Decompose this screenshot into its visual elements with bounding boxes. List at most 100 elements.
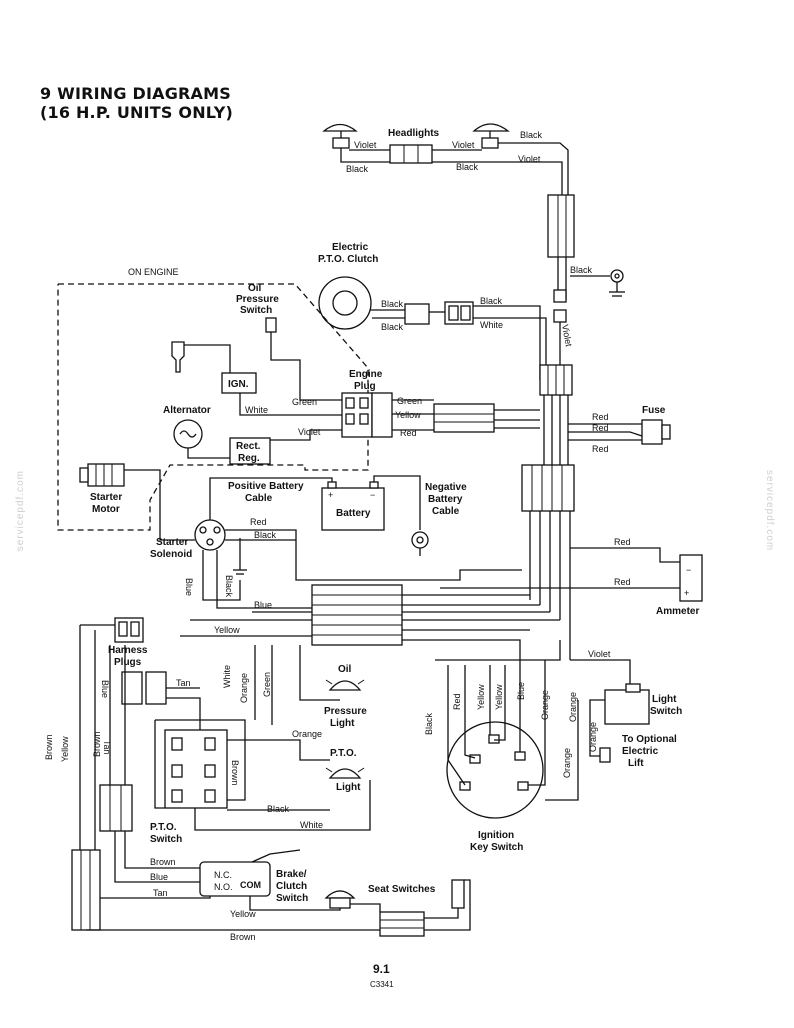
wire-label: Yellow [476, 684, 486, 710]
harness-plug-2 [121, 671, 143, 705]
battery-label: Battery [336, 508, 371, 519]
oil-switch-label-3: Switch [240, 305, 272, 316]
ammeter-icon [679, 554, 703, 602]
wire-label: Violet [560, 324, 574, 348]
figure-code: C3341 [370, 980, 394, 989]
oil-pressure-switch-icon [265, 317, 277, 333]
wire-label: Tan [102, 740, 112, 755]
battery-icon [321, 487, 385, 531]
wire-label: Green [292, 397, 317, 407]
wire-label: Violet [588, 649, 611, 659]
wire-label: Black [381, 322, 404, 332]
wire-label: White [222, 665, 232, 688]
harness-plugs-label-1: Harness [108, 645, 148, 656]
wire-label: Red [592, 412, 609, 422]
wire-label: Violet [452, 140, 475, 150]
ground-terminal-icon [610, 269, 624, 283]
headlight-connector [389, 144, 433, 164]
wire-label: Black [456, 162, 479, 172]
seat-switch-icon [324, 890, 356, 899]
svg-text:+: + [684, 588, 689, 598]
wire-label: Orange [292, 729, 322, 739]
oil-light-label-1: Oil [338, 664, 352, 675]
oil-switch-label-2: Pressure [236, 294, 279, 305]
alternator-label: Alternator [163, 405, 211, 416]
optional-lift-connector [599, 747, 611, 763]
wire-label: Black [346, 164, 369, 174]
wire-label: Orange [588, 722, 598, 752]
fuse-icon [641, 419, 663, 445]
on-engine-boundary [57, 283, 369, 531]
fuse-label: Fuse [642, 405, 666, 416]
starter-motor-label-1: Starter [90, 492, 122, 503]
wire-label: White [480, 320, 503, 330]
nc-label: N.C. [214, 870, 232, 880]
harness-sleeve-bottom-left [71, 849, 101, 931]
wire-label: Blue [184, 578, 194, 596]
wire-label: Black [267, 804, 290, 814]
wire-label: Black [570, 265, 593, 275]
pto-clutch-icon [318, 276, 372, 330]
wire-label: Blue [516, 682, 526, 700]
wire-label: Black [224, 575, 234, 598]
light-switch-label-2: Switch [650, 706, 682, 717]
neg-cable-label-2: Battery [428, 494, 463, 505]
wire-label: Yellow [395, 410, 421, 420]
wire-label: Blue [254, 600, 272, 610]
ammeter-label: Ammeter [656, 606, 699, 617]
oil-light-label-2: Pressure [324, 706, 367, 717]
wire-label: Yellow [60, 736, 70, 762]
wire-label: Tan [153, 888, 168, 898]
wire-label: Red [592, 423, 609, 433]
pto-switch-label-2: Switch [150, 834, 182, 845]
wire-label: Green [262, 672, 272, 697]
wire-label: Black [254, 530, 277, 540]
harness-sleeve-top [547, 194, 575, 258]
ignition-label-2: Key Switch [470, 842, 523, 853]
pto-light-label-1: P.T.O. [330, 748, 357, 759]
wire-label: Tan [176, 678, 191, 688]
wire-label: Blue [100, 680, 110, 698]
wire-label: Brown [44, 734, 54, 760]
pto-connector-1 [404, 303, 430, 325]
engine-plug-label-2: Plug [354, 381, 376, 392]
com-label: COM [240, 880, 261, 890]
wire-label: Brown [92, 731, 102, 757]
wire-label: Yellow [214, 625, 240, 635]
pto-clutch-label-2: P.T.O. Clutch [318, 254, 378, 265]
wire-label: Orange [568, 692, 578, 722]
starter-solenoid-label-1: Starter [156, 537, 188, 548]
brake-clutch-switch-icon [199, 861, 271, 897]
wire-label: Brown [230, 932, 256, 942]
wire-label: Yellow [494, 684, 504, 710]
wire-label: Red [452, 693, 462, 710]
wire-label: Orange [540, 690, 550, 720]
neg-cable-label-1: Negative [425, 482, 467, 493]
wire-label: Red [614, 537, 631, 547]
ignition-key-switch-icon [446, 721, 544, 819]
brake-label-2: Clutch [276, 881, 307, 892]
pto-clutch-label-1: Electric [332, 242, 369, 253]
rect-reg-label-2: Reg. [238, 453, 260, 464]
on-engine-label: ON ENGINE [128, 267, 179, 277]
watermark-right: servicepdf.com [764, 470, 775, 552]
engine-plug-label-1: Engine [349, 369, 383, 380]
starter-motor-label-2: Motor [92, 504, 120, 515]
svg-text:−: − [370, 490, 375, 500]
wire-label: Black [381, 299, 404, 309]
wire-label: Red [400, 428, 417, 438]
wire-label: Black [480, 296, 503, 306]
wire-label: Violet [298, 427, 321, 437]
opt-lift-label-3: Lift [628, 758, 644, 769]
headlight-right [472, 123, 510, 149]
wire-label: Yellow [230, 909, 256, 919]
headlights-label: Headlights [388, 128, 440, 139]
wire-label: White [245, 405, 268, 415]
rect-reg-module [229, 437, 271, 465]
oil-light-icon [328, 680, 362, 691]
seat-switch-2-icon [451, 879, 465, 909]
ign-module [221, 372, 257, 394]
svg-text:+: + [328, 490, 333, 500]
headlight-left [322, 123, 358, 149]
